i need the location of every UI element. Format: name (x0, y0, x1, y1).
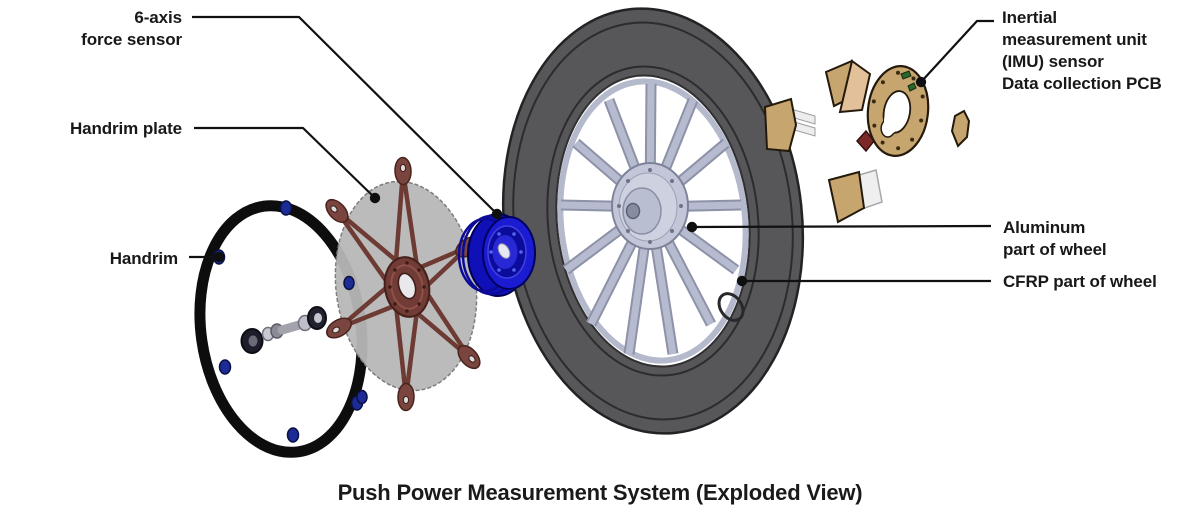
callout-handrim: Handrim (0, 248, 178, 270)
callout-line: Handrim plate (69, 119, 182, 138)
pcb-bracket-bottom (827, 170, 866, 224)
callout-line: part of wheel (1003, 240, 1107, 260)
pcb-sliver-right (950, 109, 971, 148)
wheel-hub (611, 162, 689, 250)
callout-aluminum-wheel: Aluminum part of wheel (1003, 217, 1200, 261)
axle-hardware (240, 306, 327, 354)
callout-line: 6-axis (134, 8, 182, 27)
callout-line: force sensor (81, 30, 182, 50)
callout-handrim-plate: Handrim plate (0, 118, 182, 140)
callout-line: CFRP part of wheel (1003, 272, 1157, 291)
force-sensor (457, 213, 536, 297)
leader-force-sensor (192, 15, 498, 215)
leader-lines (189, 15, 994, 283)
plate-mount-tabs (343, 275, 368, 405)
callout-cfrp-wheel: CFRP part of wheel (1003, 271, 1200, 293)
callout-line: (IMU) sensor (1002, 52, 1104, 72)
callout-force-sensor: 6-axis force sensor (0, 7, 182, 51)
leader-imu (920, 19, 994, 83)
diagram-title: Push Power Measurement System (Exploded … (337, 480, 863, 505)
leader-dots (213, 76, 927, 287)
callout-line: Data collection PCB (1002, 74, 1162, 94)
imu-pcb-parts (763, 59, 971, 224)
force-sensor-bolts (489, 232, 523, 272)
wheel (501, 7, 805, 435)
callout-line: Handrim (109, 249, 178, 268)
aluminum-rim (557, 78, 749, 364)
callout-line: measurement unit (1002, 30, 1147, 50)
leader-aluminum (691, 224, 992, 229)
handrim-plate (325, 156, 481, 412)
imu-green-components (900, 70, 917, 92)
plate-hub (383, 256, 431, 318)
tire-valve-hole (717, 292, 745, 322)
callout-line: Aluminum (1003, 218, 1086, 237)
callout-imu-pcb: Inertial measurement unit (IMU) sensor D… (1002, 7, 1200, 95)
callout-line: Inertial (1002, 8, 1057, 27)
pcb-bracket-left (763, 97, 798, 153)
pcb-wedge-front (838, 59, 872, 114)
leader-handrim-plate (194, 126, 376, 199)
